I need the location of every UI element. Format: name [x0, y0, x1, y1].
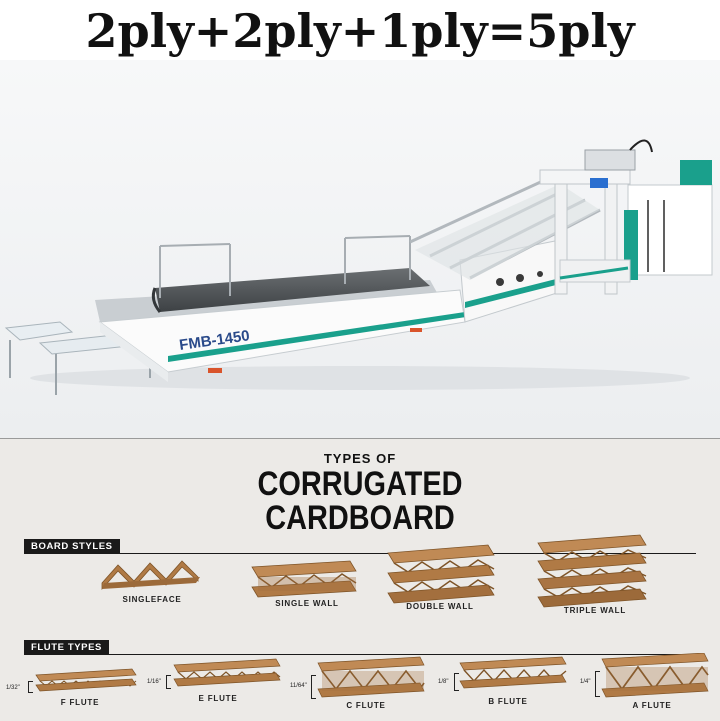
board-style-label-triple-wall: TRIPLE WALL: [563, 606, 627, 615]
flute-bracket-a: [595, 671, 600, 697]
board-styles-rule: [24, 553, 696, 554]
flute-name-b: B FLUTE: [488, 697, 528, 706]
board-style-label-singleface: SINGLEFACE: [122, 595, 182, 604]
flute-size-f: 1/32": [6, 685, 20, 691]
machine-body: FMB-1450: [98, 289, 466, 382]
flute-bracket-e: [166, 675, 171, 689]
board-styles-illustrations: [101, 534, 647, 608]
b-flute-board: [459, 656, 567, 689]
flute-name-e: E FLUTE: [198, 694, 238, 703]
infographic-subtitle: TYPES OF: [323, 451, 397, 466]
corrugated-cardboard-infographic: TYPES OF CORRUGATED CARDBOARD BOARD STYL…: [0, 438, 720, 721]
flute-size-c: 11/64": [290, 683, 307, 689]
stacker-unit: [559, 160, 713, 283]
board-styles-label: BOARD STYLES: [24, 539, 120, 554]
f-flute-board: [35, 668, 137, 692]
flute-types-rule: [24, 654, 696, 655]
a-flute-board: [601, 653, 709, 698]
double-wall-board: [387, 544, 495, 604]
singleface-board: [101, 560, 200, 591]
infographic-title-line-2: CARDBOARD: [265, 499, 455, 537]
flute-bracket-b: [454, 673, 459, 691]
flute-name-a: A FLUTE: [632, 701, 672, 710]
flute-types-label: FLUTE TYPES: [24, 640, 109, 655]
flute-bracket-f: [28, 681, 33, 693]
board-style-label-double-wall: DOUBLE WALL: [406, 602, 474, 611]
c-flute-board: [317, 656, 425, 698]
triple-wall-board: [537, 534, 647, 608]
guard-rails: [159, 235, 411, 298]
flute-name-c: C FLUTE: [346, 701, 386, 710]
conveyor-belt: [95, 268, 440, 322]
flute-size-a: 1/4": [580, 679, 591, 685]
infographic-title-line-1: CORRUGATED: [257, 465, 463, 503]
flute-size-b: 1/8": [438, 679, 449, 685]
e-flute-board: [173, 658, 281, 687]
flute-name-f: F FLUTE: [60, 698, 100, 707]
flute-size-e: 1/16": [147, 679, 161, 685]
machine-photo: FMB-1450: [0, 60, 720, 438]
single-wall-board: [251, 560, 357, 598]
board-style-label-single-wall: SINGLE WALL: [275, 599, 339, 608]
page-title: 2ply+2ply+1ply=5ply: [85, 4, 635, 58]
laminating-machine-illustration: FMB-1450: [0, 60, 720, 438]
flute-types-illustrations: [35, 653, 709, 698]
flute-bracket-c: [311, 675, 316, 699]
